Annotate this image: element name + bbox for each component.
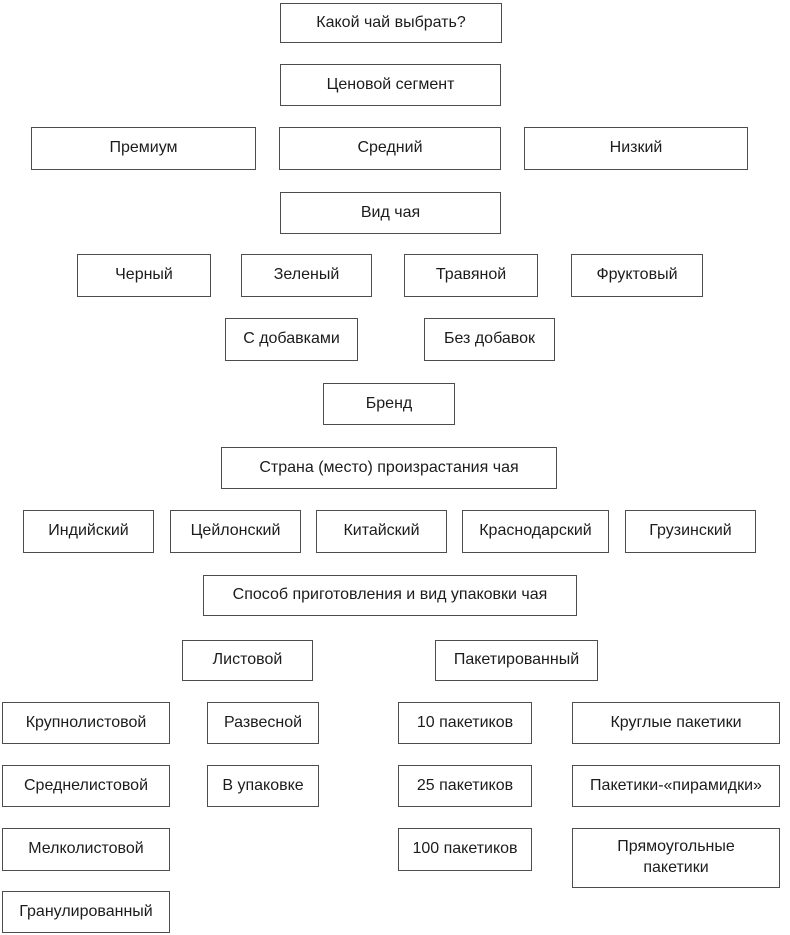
node-indian: Индийский [23, 510, 154, 553]
node-bags-25: 25 пакетиков [398, 765, 532, 807]
node-ceylon: Цейлонский [170, 510, 301, 553]
node-premium: Премиум [31, 127, 256, 170]
node-medium-leaf: Среднелистовой [2, 765, 170, 807]
node-price-segment: Ценовой сегмент [280, 64, 501, 106]
node-brand: Бренд [323, 383, 455, 425]
node-low: Низкий [524, 127, 748, 170]
node-rect-bags: Прямоугольные пакетики [572, 828, 780, 888]
node-question: Какой чай выбрать? [280, 3, 502, 43]
node-fruit: Фруктовый [571, 254, 703, 297]
node-packaging: Способ приготовления и вид упаковки чая [203, 575, 577, 616]
node-herbal: Травяной [404, 254, 538, 297]
node-bags-10: 10 пакетиков [398, 702, 532, 744]
node-loose: Развесной [207, 702, 319, 744]
node-large-leaf: Крупнолистовой [2, 702, 170, 744]
node-medium: Средний [279, 127, 501, 170]
node-small-leaf: Мелколистовой [2, 828, 170, 871]
node-green: Зеленый [241, 254, 372, 297]
node-georgian: Грузинский [625, 510, 756, 553]
node-granulated: Гранулированный [2, 891, 170, 933]
node-pyramid-bags: Пакетики-«пирамидки» [572, 765, 780, 807]
node-leaf: Листовой [182, 640, 313, 681]
node-without-additives: Без добавок [424, 318, 555, 361]
node-packed: В упаковке [207, 765, 319, 807]
node-tea-type: Вид чая [280, 192, 501, 234]
node-round-bags: Круглые пакетики [572, 702, 780, 744]
node-with-additives: С добавками [225, 318, 358, 361]
node-krasnodar: Краснодарский [462, 510, 609, 553]
node-black: Черный [77, 254, 211, 297]
node-bagged: Пакетированный [435, 640, 598, 681]
node-chinese: Китайский [316, 510, 447, 553]
node-bags-100: 100 пакетиков [398, 828, 532, 871]
node-origin: Страна (место) произрастания чая [221, 447, 557, 489]
